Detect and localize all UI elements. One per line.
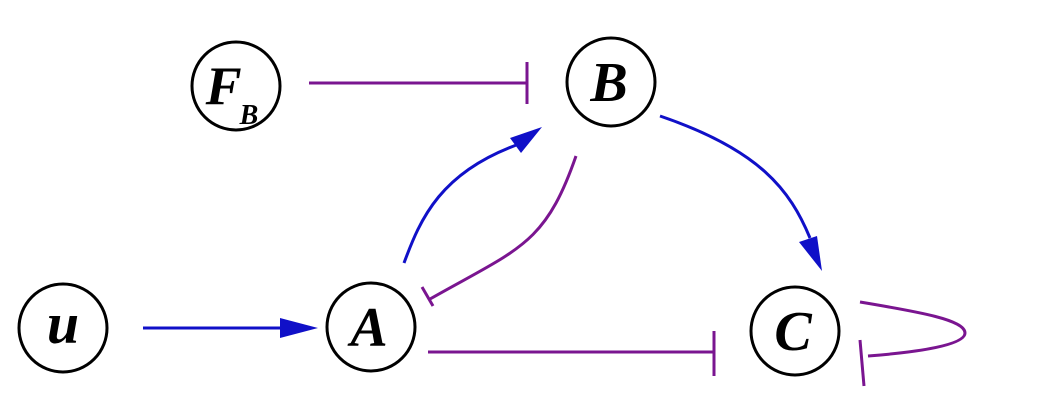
node-c-label: C <box>774 301 812 363</box>
node-a-label: A <box>347 297 387 359</box>
node-a[interactable]: A <box>325 281 417 373</box>
node-fb[interactable]: FB <box>190 40 282 132</box>
edge-c-self-inhibition <box>858 300 967 387</box>
edge-u-activates-a <box>143 318 318 338</box>
svg-text:FB: FB <box>205 56 259 131</box>
edge-b-activates-c <box>659 114 822 271</box>
node-b-label: B <box>589 52 627 114</box>
node-b[interactable]: B <box>565 36 657 128</box>
edge-a-inhibits-c <box>428 331 716 376</box>
node-fb-label: F <box>205 56 242 116</box>
node-u[interactable]: u <box>17 282 109 374</box>
edge-b-inhibits-a <box>420 155 578 307</box>
node-c[interactable]: C <box>749 285 841 377</box>
node-u-label: u <box>47 291 79 356</box>
node-fb-subscript: B <box>239 100 259 131</box>
edges <box>143 62 967 387</box>
edge-a-activates-b <box>402 127 542 264</box>
edge-fb-inhibits-b <box>309 62 529 104</box>
